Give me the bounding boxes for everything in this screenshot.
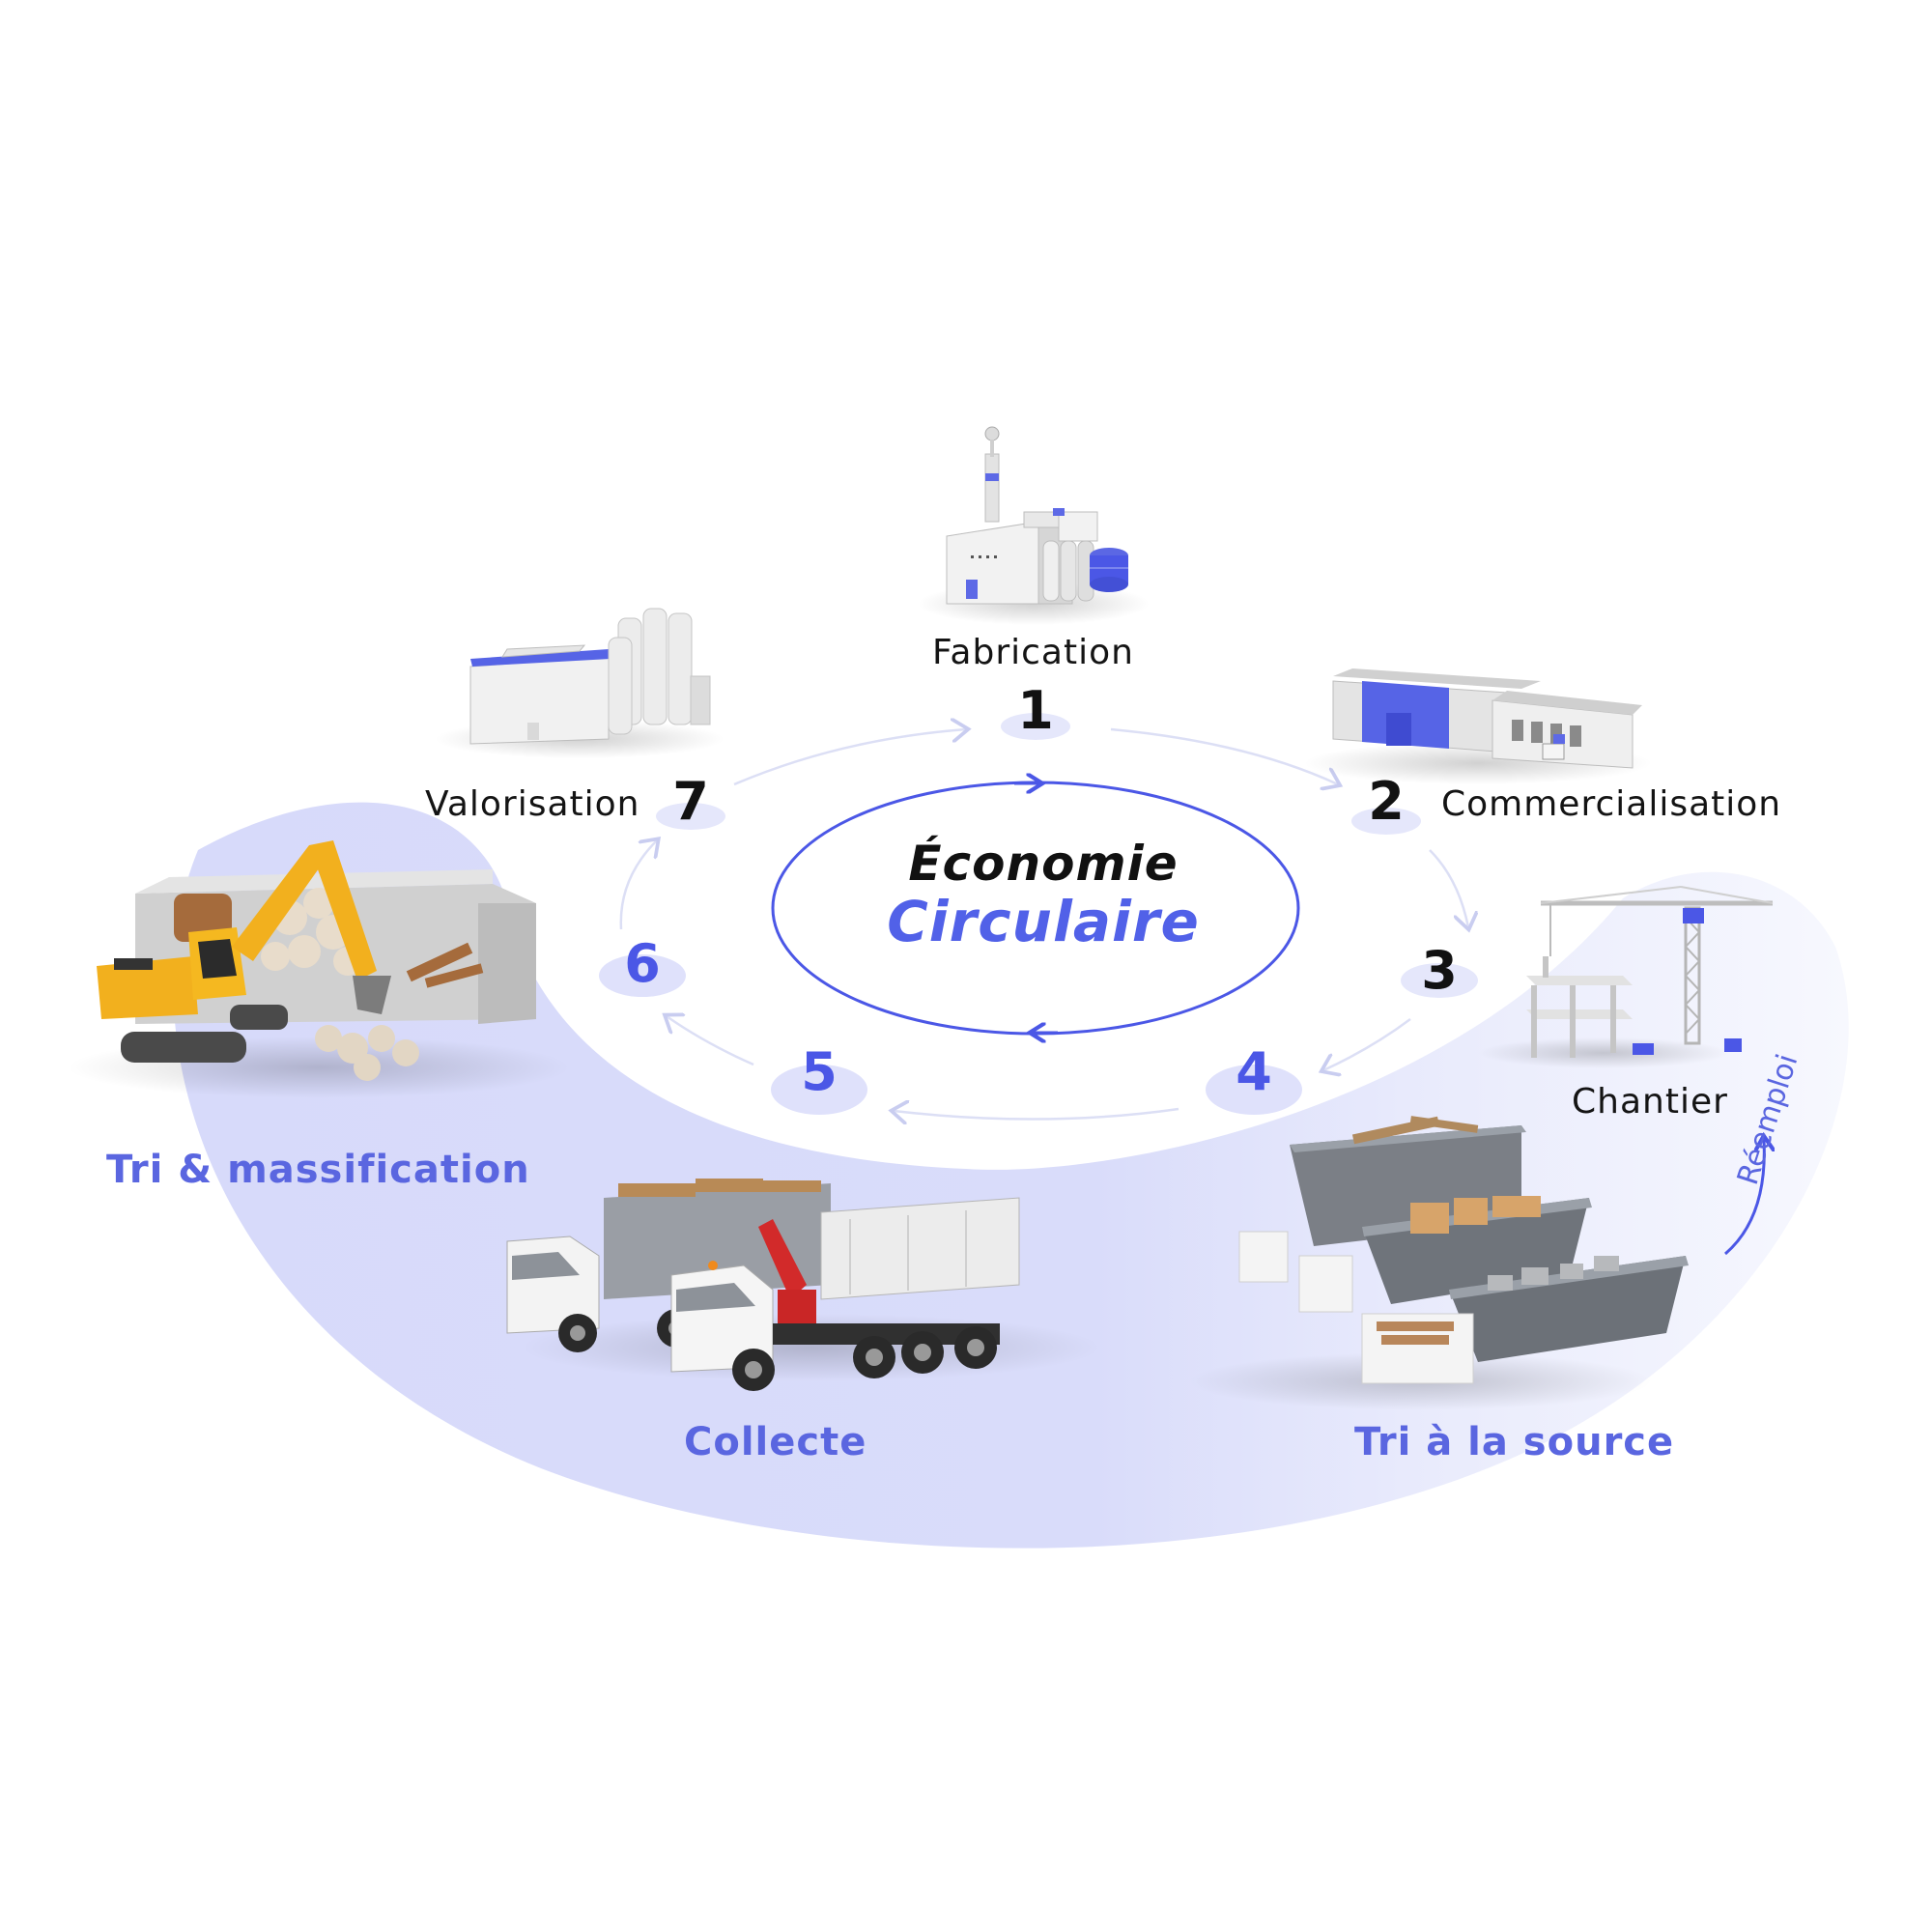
arrow-1-to-2 bbox=[1110, 727, 1338, 784]
warehouse-illustration bbox=[1304, 668, 1652, 784]
step-7-bubble bbox=[656, 803, 725, 830]
arrow-2-to-3 bbox=[1429, 849, 1468, 927]
arrow-5-to-6 bbox=[667, 1016, 754, 1066]
tri-source-label: Tri à la source bbox=[1354, 1420, 1675, 1464]
trucks-illustration bbox=[506, 1179, 1101, 1391]
step-3-number: 3 bbox=[1421, 940, 1458, 1001]
step-1-label: Fabrication bbox=[932, 633, 1134, 672]
step-5-bubble bbox=[771, 1065, 867, 1115]
arrow-4-to-5 bbox=[894, 1109, 1179, 1120]
recycling-plant-illustration bbox=[435, 608, 724, 758]
center-title-line2: Circulaire bbox=[887, 889, 1200, 954]
excavator-illustration bbox=[68, 840, 570, 1098]
step-6-number: 6 bbox=[624, 933, 661, 994]
reemploi-arrow bbox=[1724, 1140, 1764, 1256]
step-2-number: 2 bbox=[1368, 771, 1405, 832]
arrow-3-to-4 bbox=[1323, 1017, 1411, 1070]
skips-illustration bbox=[1188, 1116, 1689, 1410]
step-2-label: Commercialisation bbox=[1441, 784, 1782, 824]
step-3-label: Chantier bbox=[1572, 1082, 1728, 1122]
center-title-line1: Économie bbox=[908, 836, 1179, 892]
step-2-bubble bbox=[1351, 808, 1421, 835]
collecte-label: Collecte bbox=[684, 1420, 867, 1464]
construction-illustration bbox=[1478, 886, 1774, 1068]
factory-illustration bbox=[918, 426, 1150, 625]
step-7-label: Valorisation bbox=[425, 784, 640, 824]
step-5-number: 5 bbox=[801, 1041, 838, 1102]
step-4-bubble bbox=[1206, 1065, 1302, 1115]
tri-massification-label: Tri & massification bbox=[106, 1148, 530, 1192]
step-1-bubble bbox=[1001, 713, 1070, 740]
step-6-bubble bbox=[599, 954, 686, 997]
step-7-number: 7 bbox=[672, 771, 709, 832]
step-3-bubble bbox=[1401, 963, 1478, 998]
arrow-7-to-1 bbox=[733, 729, 966, 786]
step-1-number: 1 bbox=[1017, 680, 1054, 741]
step-4-number: 4 bbox=[1236, 1041, 1272, 1102]
arrow-6-to-7 bbox=[619, 840, 657, 930]
